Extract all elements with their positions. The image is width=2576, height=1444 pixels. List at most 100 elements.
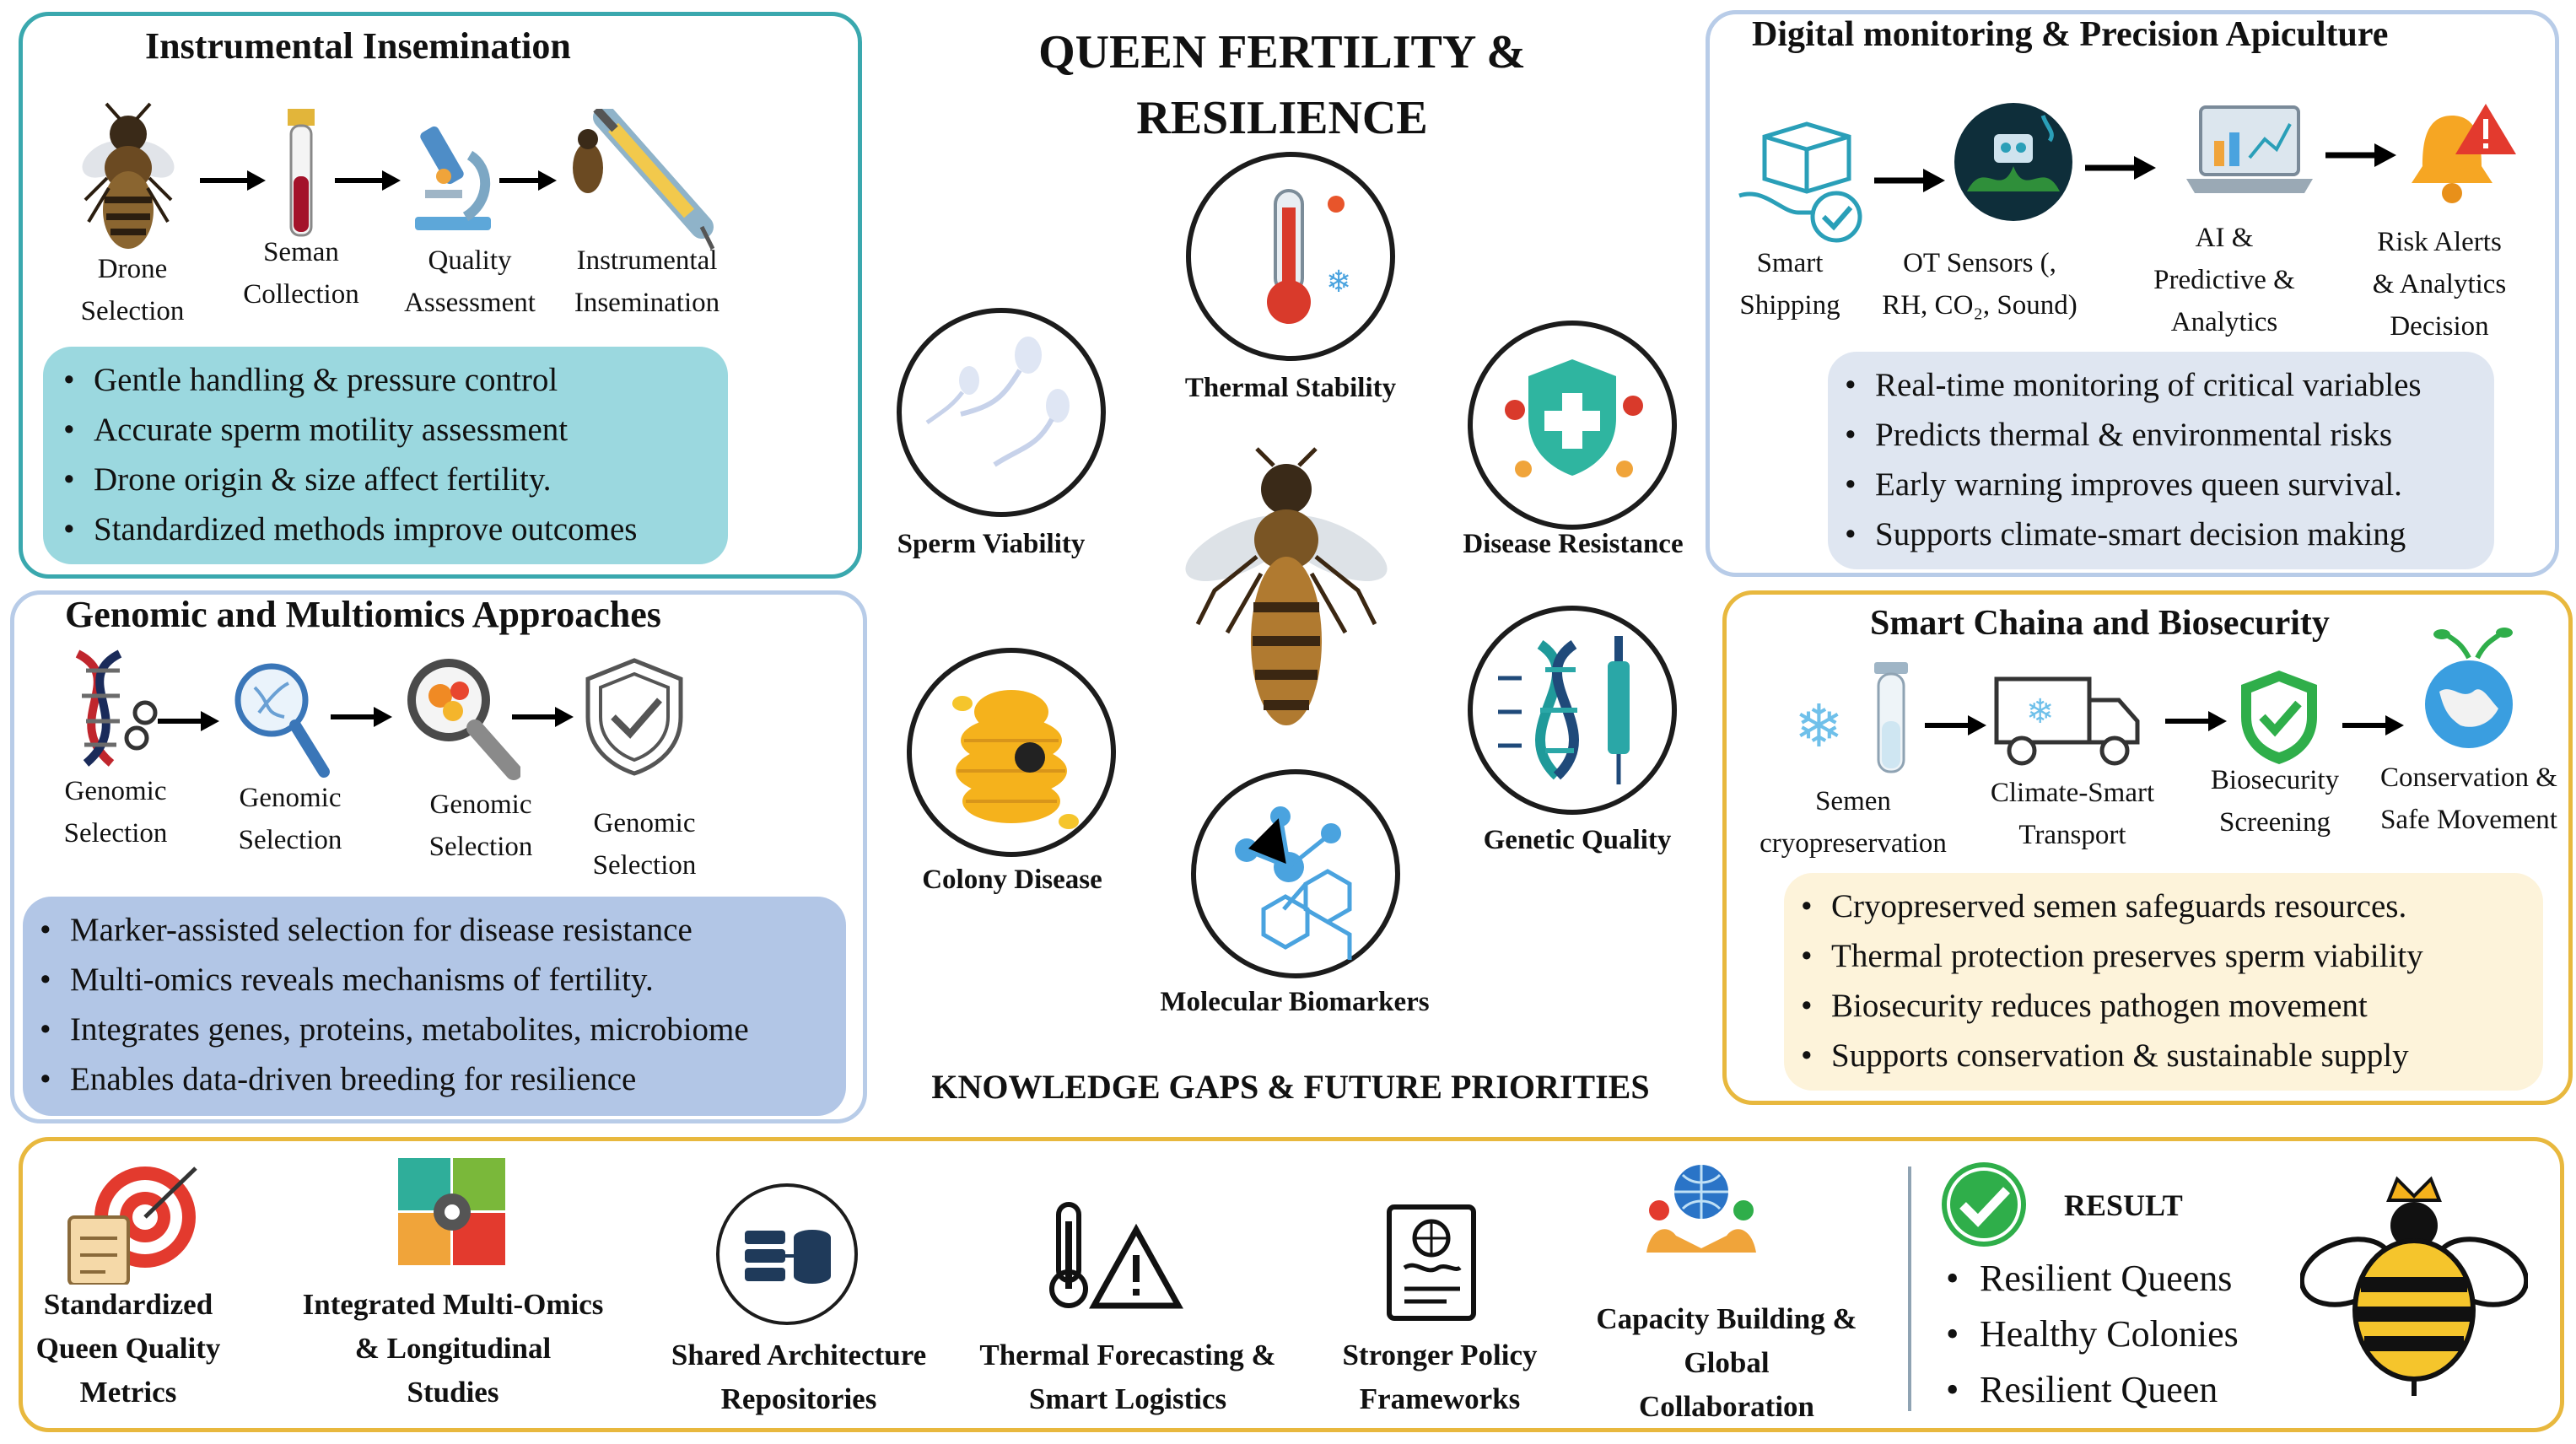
priority-standardized-metrics: Standardized Queen Quality Metrics [35,1288,221,1409]
result-item: Resilient Queens [1937,1251,2239,1307]
step-semen-cryopreservation: Semen cryopreservation [1760,786,1947,859]
main-title-line1: QUEEN FERTILITY & [1038,26,1526,78]
bullet: Supports climate-smart decision making [1833,509,2494,559]
arrow-3 [2325,143,2396,167]
digital-bullets: Real-time monitoring of critical variabl… [1828,352,2494,569]
priority-policy-frameworks: Stronger Policy Frameworks [1342,1339,1538,1415]
thermal-stability-label: Thermal Stability [1184,373,1397,403]
genetic-quality-label: Genetic Quality [1483,825,1672,855]
result-list: Resilient Queens Healthy Colonies Resili… [1937,1251,2239,1418]
beehive-icon [952,690,1079,829]
step-drone-selection: Drone Selection [80,254,185,326]
magnifier-gene-icon [234,663,330,778]
arrow-3 [499,170,557,191]
step-conservation-safe-movement: Conservation & Safe Movement [2380,762,2557,835]
result-divider [1908,1167,1911,1411]
bullet: Early warning improves queen survival. [1833,460,2494,509]
step-biosecurity-screening: Biosecurity Screening [2210,765,2340,838]
cryo-vial-icon: ❄ [1794,662,1908,773]
thermometer-icon: ❄ [1267,189,1351,324]
transport-truck-icon: ❄ [1994,676,2140,766]
step-climate-smart-transport: Climate-Smart Transport [1990,778,2155,850]
ot-sensor-icon [1954,103,2072,221]
thermometer-warning-icon [1049,1202,1183,1309]
smart-shipping-icon [1738,121,1862,243]
biosecurity-panel: Smart Chaina and Biosecurity ❄ ❄ Semen c… [1722,590,2573,1105]
step-risk-alerts: Risk Alerts & Analytics Decision [2372,227,2507,342]
step-genomic-selection-3: Genomic Selection [428,789,533,862]
arrow-2 [331,707,392,727]
bullet: Thermal protection preserves sperm viabi… [1789,931,2543,981]
arrow-1 [1925,715,1986,735]
bullet: Biosecurity reduces pathogen movement [1789,981,2543,1031]
queen-bee-icon [1185,447,1388,725]
laptop-analytics-icon [2186,105,2313,193]
dna-syringe-icon [1498,636,1630,784]
shield-cross-icon [1505,359,1643,477]
bullet: Accurate sperm motility assessment [51,405,728,455]
drone-bee-icon [82,102,175,249]
svg-text:❄: ❄ [1326,265,1351,299]
knowledge-gaps-title: KNOWLEDGE GAPS & FUTURE PRIORITIES [931,1068,1650,1106]
priorities-panel: Standardized Queen Quality Metrics Integ… [19,1137,2564,1432]
arrow-2 [335,170,401,191]
bullet: Supports conservation & sustainable supp… [1789,1031,2543,1080]
arrow-1 [158,711,219,731]
step-genomic-selection-1: Genomic Selection [63,776,168,849]
thermal-stability-circle: ❄ [1186,152,1395,361]
result-item: Resilient Queen [1937,1362,2239,1418]
global-collaboration-icon [1646,1165,1756,1253]
genomic-bullets: Marker-assisted selection for disease re… [23,897,846,1116]
result-check-icon [1942,1162,2026,1247]
bullet: Enables data-driven breeding for resilie… [28,1054,846,1104]
colony-disease-label: Colony Disease [922,865,1102,895]
disease-resistance-label: Disease Resistance [1463,529,1684,559]
disease-resistance-circle [1468,321,1677,530]
biosecurity-title: Smart Chaina and Biosecurity [1870,604,2330,643]
arrow-1 [1874,169,1945,192]
database-icon [745,1230,831,1284]
biosecurity-bullets: Cryopreserved semen safeguards resources… [1784,873,2543,1091]
priority-capacity-building: Capacity Building & Global Collaboration [1596,1302,1857,1423]
sperm-icon [925,337,1070,467]
biosecurity-shield-icon [2241,671,2317,764]
insemination-panel: Instrumental Insemination Drone [19,12,862,579]
digital-panel: Digital monitoring & Precision Apicultur… [1706,10,2559,577]
target-icon [67,1167,197,1285]
svg-text:❄: ❄ [2026,692,2055,731]
step-smart-shipping: Smart Shipping [1739,248,1840,321]
arrow-2 [2085,156,2156,180]
microscope-icon [415,126,491,230]
priority-integrated-multiomics: Integrated Multi-Omics & Longitudinal St… [302,1288,604,1409]
dna-scissors-icon [75,649,158,767]
sperm-viability-label: Sperm Viability [897,529,1086,559]
database-circle [716,1183,858,1325]
alert-bell-icon [2412,104,2516,203]
genetic-quality-circle [1468,606,1677,815]
arrow-3 [2342,715,2404,735]
step-genomic-selection-4: Genomic Selection [592,808,697,881]
sperm-viability-circle [897,308,1106,517]
arrow-2 [2165,711,2227,731]
molecule-icon [1235,806,1352,960]
syringe-bee-icon [573,109,714,251]
molecular-biomarkers-circle [1191,769,1400,978]
bullet: Real-time monitoring of critical variabl… [1833,360,2494,410]
semen-tube-icon [288,109,315,237]
insemination-title: Instrumental Insemination [145,25,571,67]
earth-conservation-icon [2425,628,2513,748]
step-genomic-selection-2: Genomic Selection [238,783,342,855]
step-ai-predictive: AI & Predictive & Analytics [2153,223,2295,337]
bullet: Standardized methods improve outcomes [51,504,728,554]
digital-title: Digital monitoring & Precision Apicultur… [1752,15,2389,54]
bullet: Drone origin & size affect fertility. [51,455,728,504]
bullet: Integrates genes, proteins, metabolites,… [28,1005,846,1054]
svg-text:❄: ❄ [1794,692,1844,761]
molecular-biomarkers-label: Molecular Biomarkers [1160,987,1430,1017]
result-title: RESULT [2064,1188,2183,1222]
policy-document-icon [1387,1204,1476,1321]
magnifier-cells-icon [407,659,520,780]
bullet: Gentle handling & pressure control [51,355,728,405]
bullet: Predicts thermal & environmental risks [1833,410,2494,460]
arrow-3 [512,707,574,727]
